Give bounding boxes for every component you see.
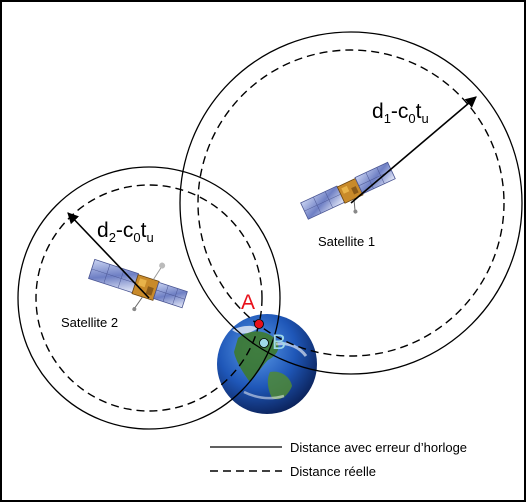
satellite-icon — [300, 161, 396, 220]
point-b-marker — [259, 338, 269, 348]
legend: Distance avec erreur d’horloge Distance … — [210, 440, 467, 479]
satellite-1-range-arrow — [350, 96, 477, 204]
satellite-1-dashed-circle — [197, 49, 505, 357]
satellite-2-dashed-circle — [35, 184, 263, 412]
satellite-2-range-label: d2-c0tu — [97, 219, 154, 245]
point-b-label: B — [272, 331, 286, 354]
earth-icon — [217, 314, 317, 414]
point-a-marker — [254, 319, 264, 329]
legend-solid-label: Distance avec erreur d’horloge — [290, 440, 467, 455]
satellite-icon — [88, 258, 188, 312]
satellite-1-range-label: d1-c0tu — [372, 100, 429, 126]
satellite-2-solid-circle — [17, 166, 281, 430]
legend-dashed-label: Distance réelle — [290, 464, 376, 479]
satellite-1-solid-circle — [179, 31, 523, 375]
satellite-1-label: Satellite 1 — [318, 234, 375, 249]
satellite-2-range-arrow — [67, 212, 150, 299]
satellite-2-label: Satellite 2 — [61, 315, 118, 330]
point-a-label: A — [241, 291, 255, 314]
